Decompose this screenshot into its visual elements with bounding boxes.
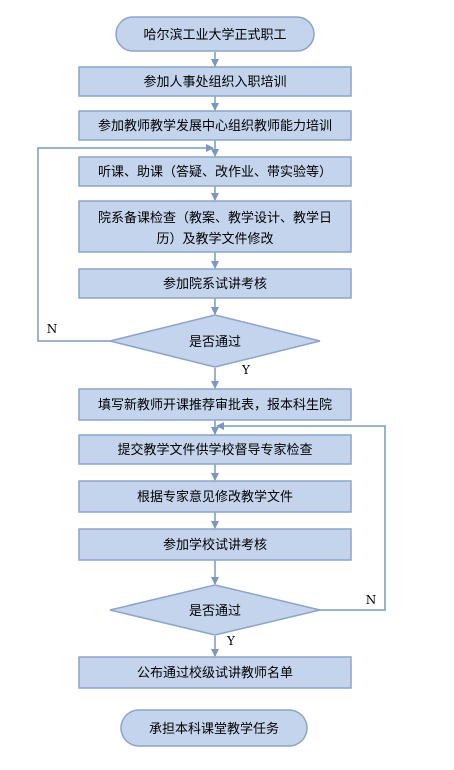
loop-no-1 <box>37 144 214 342</box>
step-publish-list <box>78 656 352 689</box>
step-onboarding-training <box>78 66 352 97</box>
step-lecture-assist-label: 听课、助课（答疑、改作业、带实验等） <box>98 164 332 180</box>
step-lecture-assist <box>78 156 352 187</box>
step-capability-training <box>78 110 352 141</box>
decision-1-yes-label: Y <box>241 363 251 377</box>
step-onboarding-training-label: 参加人事处组织入职培训 <box>143 74 286 90</box>
step-recommendation-form <box>78 388 352 421</box>
step-revise-documents <box>78 480 352 513</box>
step-lesson-prep-check <box>78 200 352 253</box>
step-revise-documents-label: 根据专家意见修改教学文件 <box>137 489 293 505</box>
decision-1 <box>109 314 321 368</box>
decision-1-no-label: N <box>47 322 58 336</box>
step-department-trial-lecture <box>78 268 352 299</box>
decision-2-yes-label: Y <box>226 634 236 648</box>
loop-no-2 <box>216 422 386 611</box>
step-university-trial-lecture <box>78 528 352 561</box>
end-label: 承担本科课堂教学任务 <box>149 721 279 737</box>
end-terminal <box>120 709 308 747</box>
step-lesson-prep-check-line1: 院系备课检查（教案、教学设计、教学日 <box>98 210 332 226</box>
step-lesson-prep-check-line2: 历）及教学文件修改 <box>156 231 273 247</box>
step-university-trial-lecture-label: 参加学校试讲考核 <box>163 537 267 553</box>
step-publish-list-label: 公布通过校级试讲教师名单 <box>137 665 293 681</box>
step-department-trial-lecture-label: 参加院系试讲考核 <box>163 276 267 292</box>
decision-1-label: 是否通过 <box>189 335 241 350</box>
decision-2 <box>109 584 321 636</box>
step-recommendation-form-label: 填写新教师开课推荐审批表，报本科生院 <box>98 397 332 413</box>
decision-2-no-label: N <box>366 593 377 607</box>
connectors <box>37 52 386 657</box>
start-label: 哈尔滨工业大学正式职工 <box>143 27 286 43</box>
start-terminal <box>115 16 315 52</box>
step-submit-documents <box>78 434 352 465</box>
step-submit-documents-label: 提交教学文件供学校督导专家检查 <box>117 442 312 458</box>
decision-2-label: 是否通过 <box>189 604 241 619</box>
step-capability-training-label: 参加教师教学发展中心组织教师能力培训 <box>98 118 332 134</box>
